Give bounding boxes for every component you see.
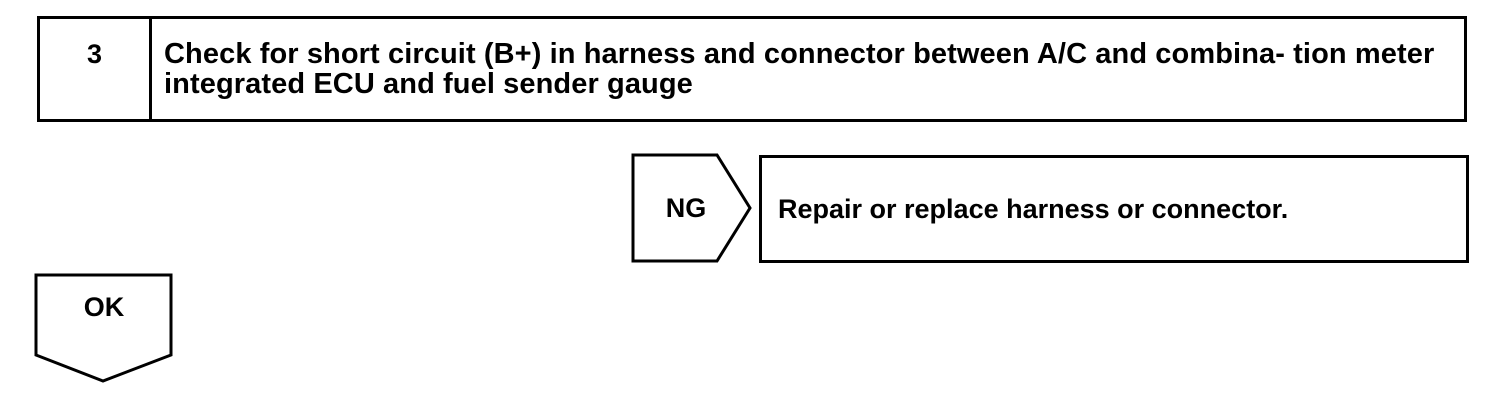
step-box: 3 Check for short circuit (B+) in harnes… (37, 16, 1467, 122)
ok-label: OK (83, 292, 125, 322)
step-number: 3 (40, 19, 152, 119)
ng-action-box: Repair or replace harness or connector. (759, 155, 1469, 263)
ng-arrow-shape (631, 153, 752, 263)
step-title: Check for short circuit (B+) in harness … (164, 38, 1435, 100)
ok-arrow-shape (34, 273, 173, 383)
ng-label: NG (665, 193, 707, 223)
